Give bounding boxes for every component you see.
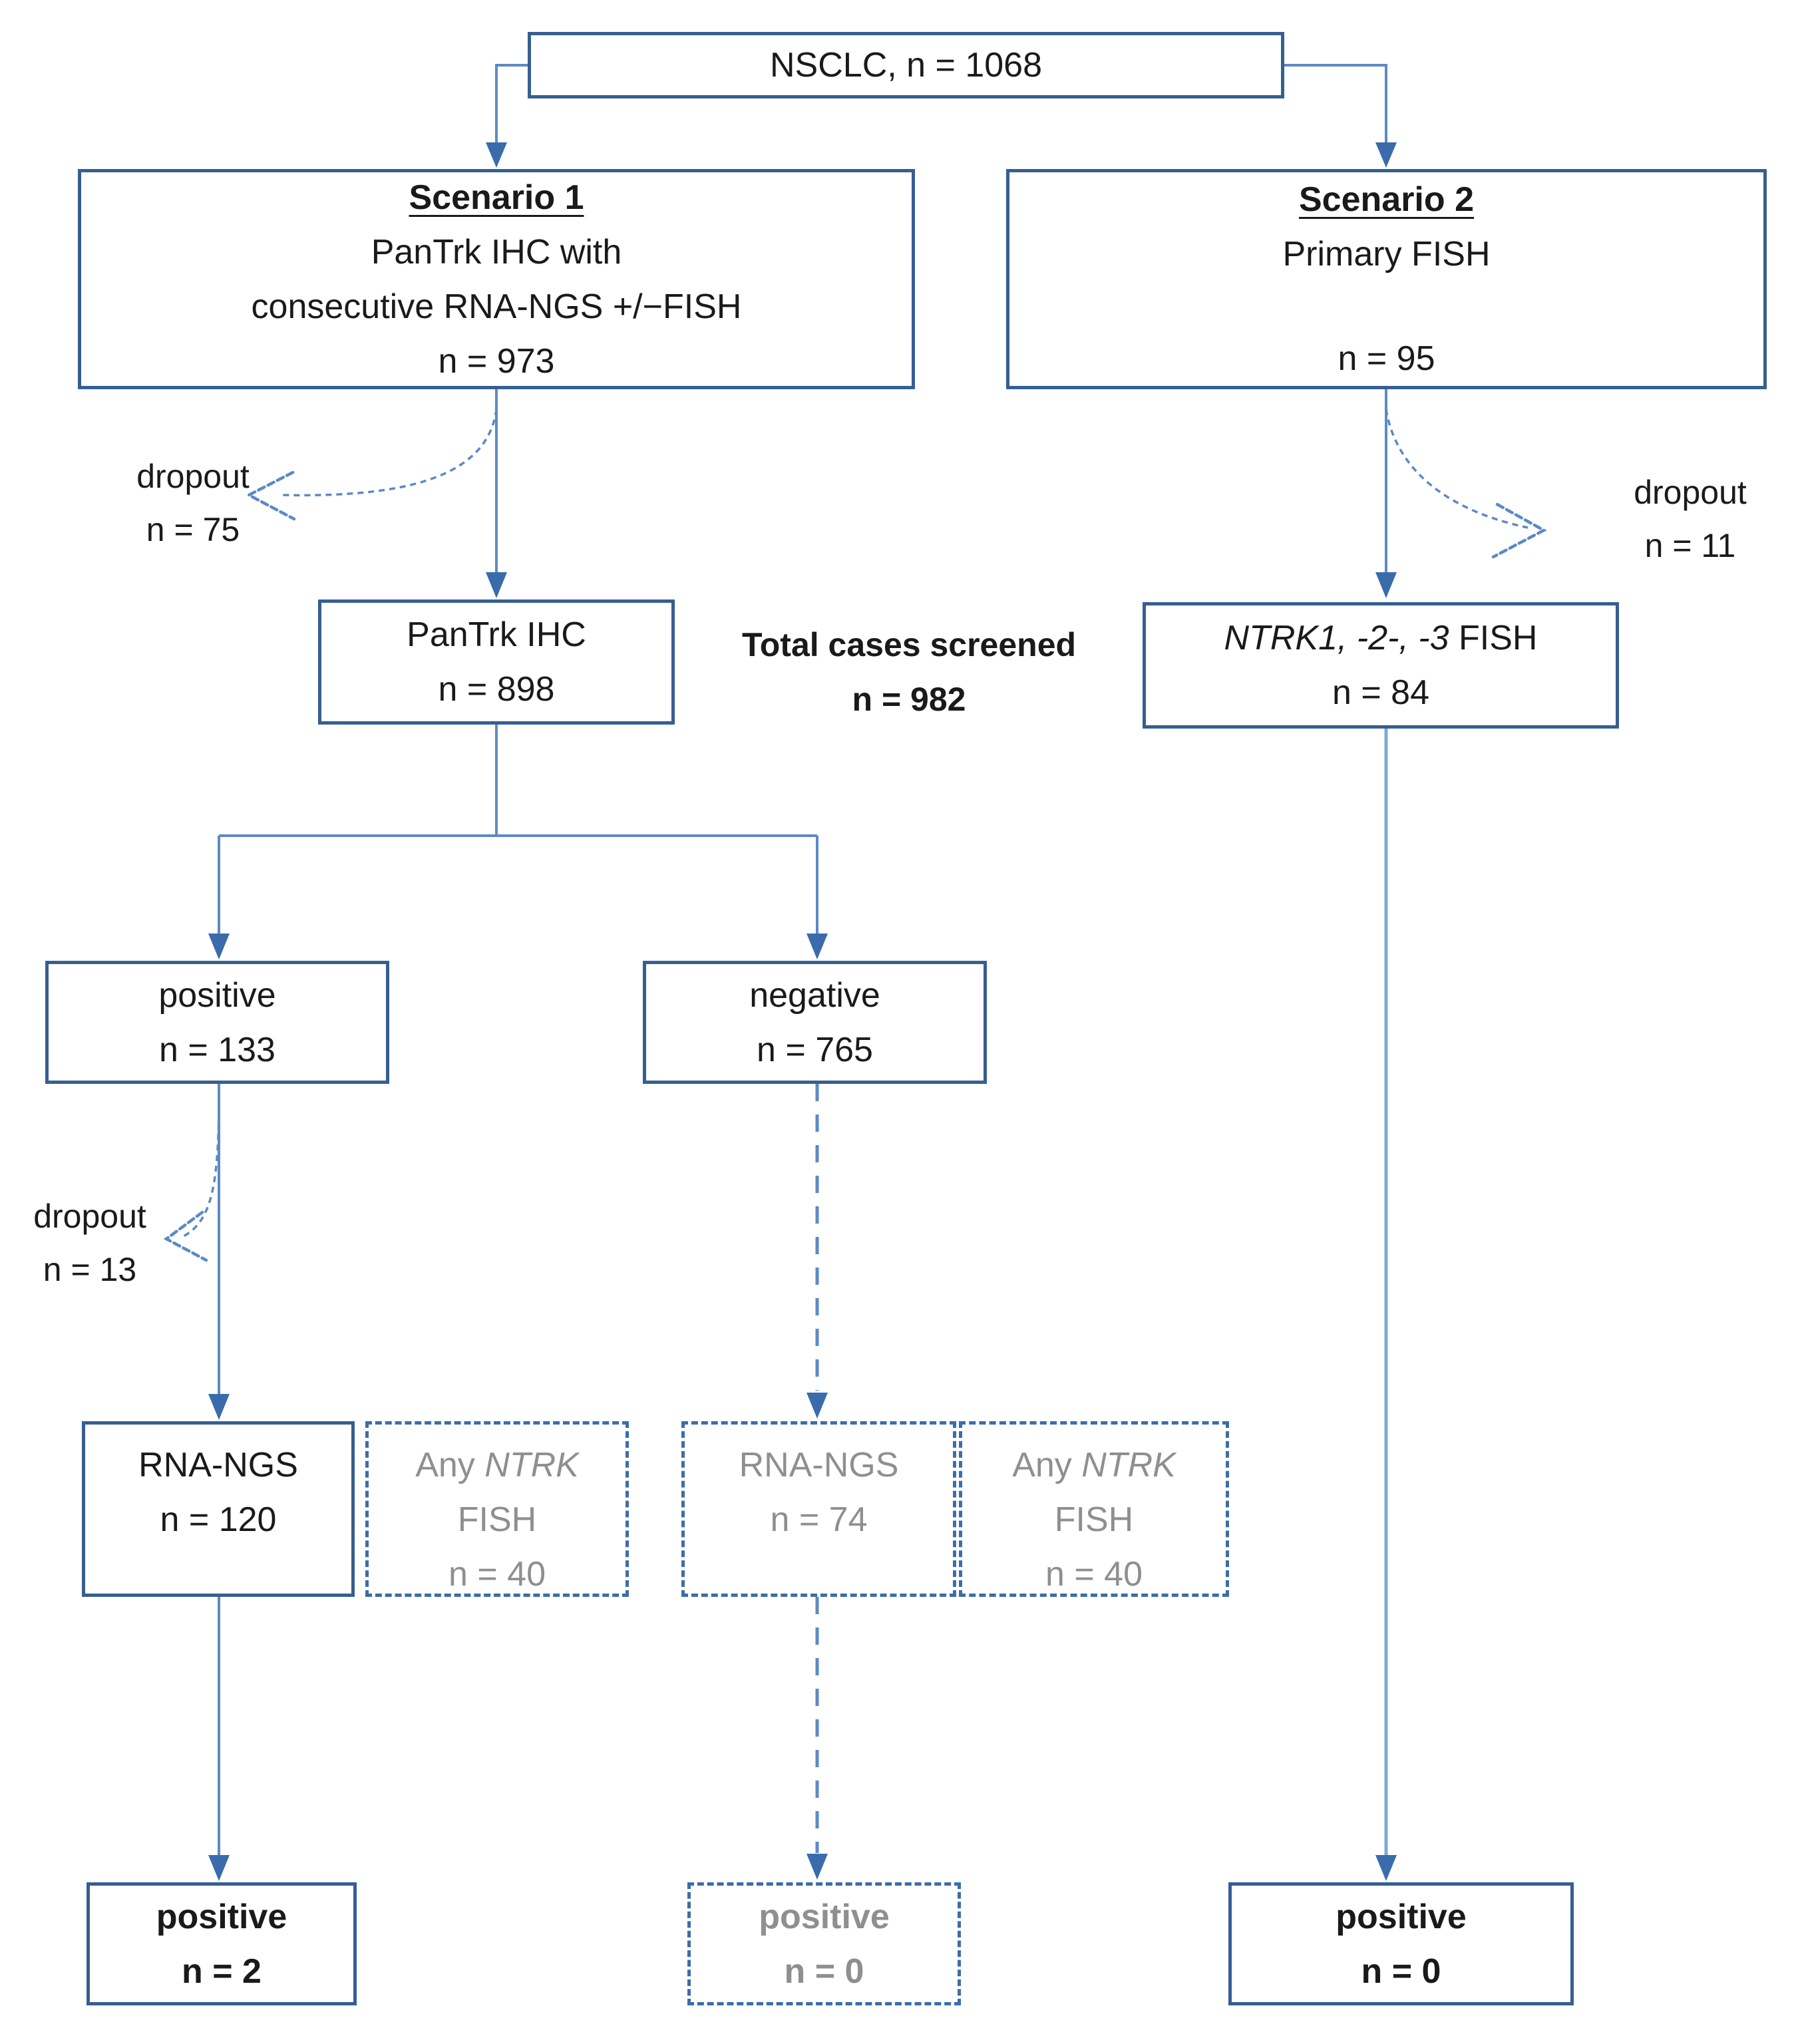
node-ihc-positive: positive n = 133 — [45, 961, 389, 1084]
final-positive-line1: positive — [1336, 1897, 1467, 1936]
scenario1-line1: PanTrk IHC with — [371, 232, 622, 271]
ihc-positive-line1: positive — [158, 975, 276, 1015]
scenario2-title: Scenario 2 — [1298, 180, 1475, 219]
node-any-ntrk-fish-positive: Any NTRK FISH n = 40 — [365, 1421, 629, 1597]
dropout-label-scenario1: dropout n = 75 — [93, 450, 293, 556]
rna-ngs-line1: RNA-NGS — [739, 1446, 899, 1484]
any-ntrk-line1: Any NTRK — [1012, 1438, 1176, 1492]
dropout-label-scenario2: dropout n = 11 — [1590, 466, 1790, 572]
total-screened-n: n = 982 — [852, 681, 966, 718]
node-rna-ngs-positive: RNA-NGS n = 120 — [82, 1421, 355, 1597]
any-ntrk-line2: FISH — [1054, 1500, 1134, 1539]
ntrk-fish-n: n = 84 — [1332, 673, 1430, 712]
ntrk-fish-italic: NTRK1, -2-, -3 — [1224, 619, 1449, 657]
node-rna-ngs-negative: RNA-NGS n = 74 — [681, 1421, 956, 1597]
ihc-negative-n: n = 765 — [757, 1030, 873, 1069]
pantrk-n: n = 898 — [438, 670, 555, 709]
node-nsclc: NSCLC, n = 1068 — [528, 32, 1284, 98]
any-ntrk-n: n = 40 — [1045, 1555, 1143, 1594]
scenario1-line2: consecutive RNA-NGS +/−FISH — [251, 287, 742, 326]
node-scenario1: Scenario 1 PanTrk IHC with consecutive R… — [78, 169, 915, 389]
split-pantrk-to-positive-negative — [208, 725, 828, 959]
dashed-arrow-rna-ngs-to-final-positive — [807, 1597, 828, 1880]
any-ntrk-line2: FISH — [457, 1500, 537, 1539]
final-positive-line1: positive — [156, 1897, 287, 1936]
scenario1-title: Scenario 1 — [409, 178, 584, 217]
arrow-scenario2-to-ntrk-fish — [1375, 389, 1397, 598]
any-ntrk-n: n = 40 — [448, 1555, 546, 1594]
dropout-curve-scenario1 — [246, 409, 498, 521]
scenario2-n: n = 95 — [1338, 339, 1435, 378]
arrow-nsclc-to-scenario2 — [1284, 64, 1397, 168]
ntrk-fish-regular: FISH — [1449, 619, 1538, 657]
ihc-negative-line1: negative — [749, 975, 880, 1015]
arrow-rna-ngs-to-final-positive — [208, 1597, 230, 1881]
dropout-curve-ihc-positive — [163, 1112, 220, 1262]
pantrk-line1: PanTrk IHC — [407, 615, 586, 654]
ntrk-fish-line1: NTRK1, -2-, -3 FISH — [1224, 611, 1538, 665]
arrow-ntrk-fish-to-final-positive — [1375, 729, 1397, 1881]
rna-ngs-line1: RNA-NGS — [138, 1446, 298, 1484]
total-screened-line1: Total cases screened — [741, 626, 1077, 663]
dropout-n: n = 11 — [1644, 527, 1736, 564]
node-pantrk-ihc: PanTrk IHC n = 898 — [318, 599, 675, 725]
any-ntrk-italic: NTRK — [484, 1446, 579, 1484]
node-scenario2: Scenario 2 Primary FISH n = 95 — [1006, 169, 1767, 389]
node-final-positive-scenario1: positive n = 2 — [87, 1882, 357, 2005]
final-positive-line1: positive — [759, 1897, 890, 1936]
dropout-n: n = 75 — [146, 511, 240, 548]
any-ntrk-pre: Any — [1012, 1446, 1082, 1484]
node-final-positive-negative-branch: positive n = 0 — [687, 1882, 961, 2005]
dropout-text: dropout — [33, 1198, 146, 1235]
node-nsclc-text: NSCLC, n = 1068 — [769, 46, 1043, 85]
node-ntrk-fish: NTRK1, -2-, -3 FISH n = 84 — [1143, 602, 1619, 729]
arrow-scenario1-to-pantrk-ihc — [486, 389, 507, 598]
any-ntrk-pre: Any — [415, 1446, 485, 1484]
node-any-ntrk-fish-negative: Any NTRK FISH n = 40 — [959, 1421, 1229, 1597]
rna-ngs-n: n = 120 — [160, 1500, 277, 1539]
final-positive-n: n = 0 — [784, 1952, 864, 1991]
dashed-arrow-negative-to-rna-ngs — [807, 1084, 828, 1419]
dropout-text: dropout — [136, 458, 250, 495]
node-ihc-negative: negative n = 765 — [643, 961, 987, 1084]
dropout-label-ihc-positive: dropout n = 13 — [7, 1190, 173, 1296]
final-positive-n: n = 2 — [182, 1952, 262, 1991]
any-ntrk-italic: NTRK — [1081, 1446, 1176, 1484]
rna-ngs-n: n = 74 — [770, 1500, 868, 1539]
node-final-positive-scenario2: positive n = 0 — [1228, 1882, 1574, 2005]
total-screened-label: Total cases screened n = 982 — [696, 617, 1122, 727]
scenario2-line1: Primary FISH — [1282, 235, 1491, 273]
scenario1-n: n = 973 — [438, 341, 555, 381]
any-ntrk-line1: Any NTRK — [415, 1438, 579, 1492]
dropout-curve-scenario2 — [1385, 409, 1547, 559]
ihc-positive-n: n = 133 — [159, 1030, 275, 1069]
dropout-n: n = 13 — [43, 1251, 137, 1288]
arrow-nsclc-to-scenario1 — [486, 64, 528, 168]
final-positive-n: n = 0 — [1361, 1952, 1441, 1991]
dropout-text: dropout — [1634, 474, 1747, 511]
